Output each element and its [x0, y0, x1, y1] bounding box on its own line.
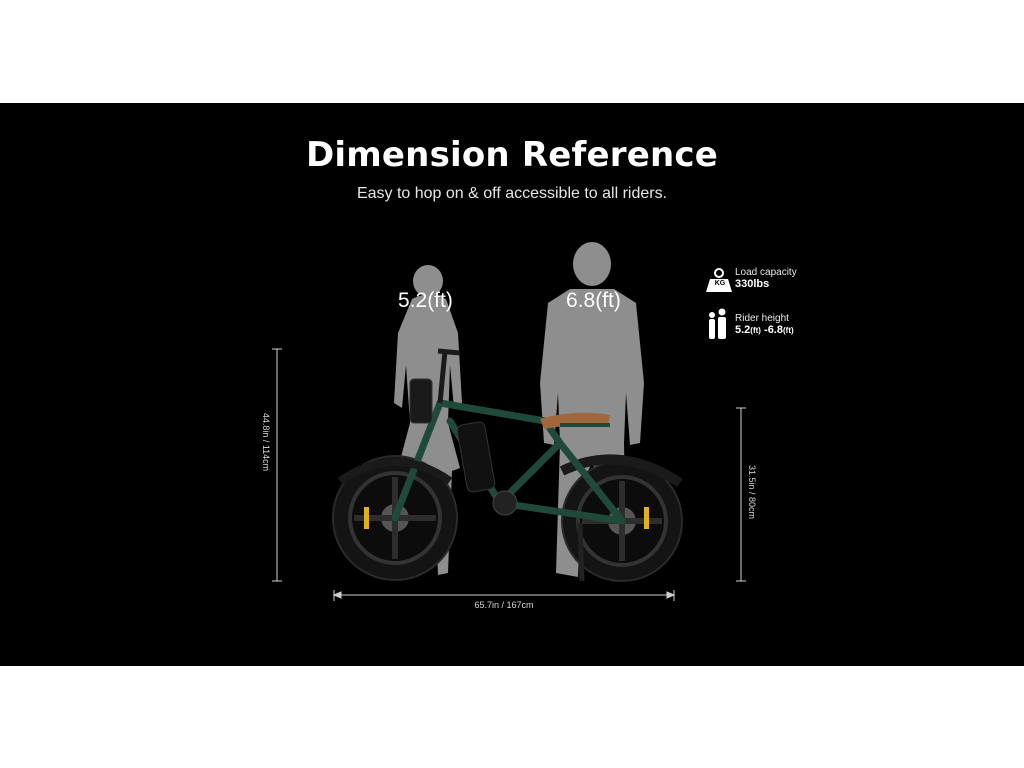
load-capacity-label: Load capacity: [735, 267, 797, 278]
illustration: [272, 242, 746, 601]
load-capacity-value: 330lbs: [735, 278, 770, 290]
seat-height-dimension-line: [736, 407, 746, 582]
overall-height-dimension-label: 44.8in / 114cm: [261, 412, 271, 472]
length-dimension-label: 65.7in / 167cm: [474, 600, 534, 610]
dimension-reference-panel: Dimension Reference Easy to hop on & off…: [0, 103, 1024, 666]
length-dimension-line: [332, 590, 676, 601]
rider-height-value: 5.2(ft) -6.8(ft): [735, 324, 794, 336]
rider-height-label: Rider height: [735, 313, 789, 324]
rider-height-label-female: 5.2(ft): [398, 289, 453, 312]
weight-kg-icon: [706, 268, 732, 292]
seat-height-dimension-label: 31.5in / 80cm: [747, 464, 757, 520]
ebike-illustration: [332, 348, 683, 582]
page-title: Dimension Reference: [306, 135, 718, 175]
rider-height-label-male: 6.8(ft): [566, 289, 621, 312]
kg-icon-text: KG: [714, 280, 726, 287]
height-dimension-line: [272, 348, 282, 582]
riders-icon: [709, 308, 726, 339]
page-subtitle: Easy to hop on & off accessible to all r…: [356, 185, 668, 202]
